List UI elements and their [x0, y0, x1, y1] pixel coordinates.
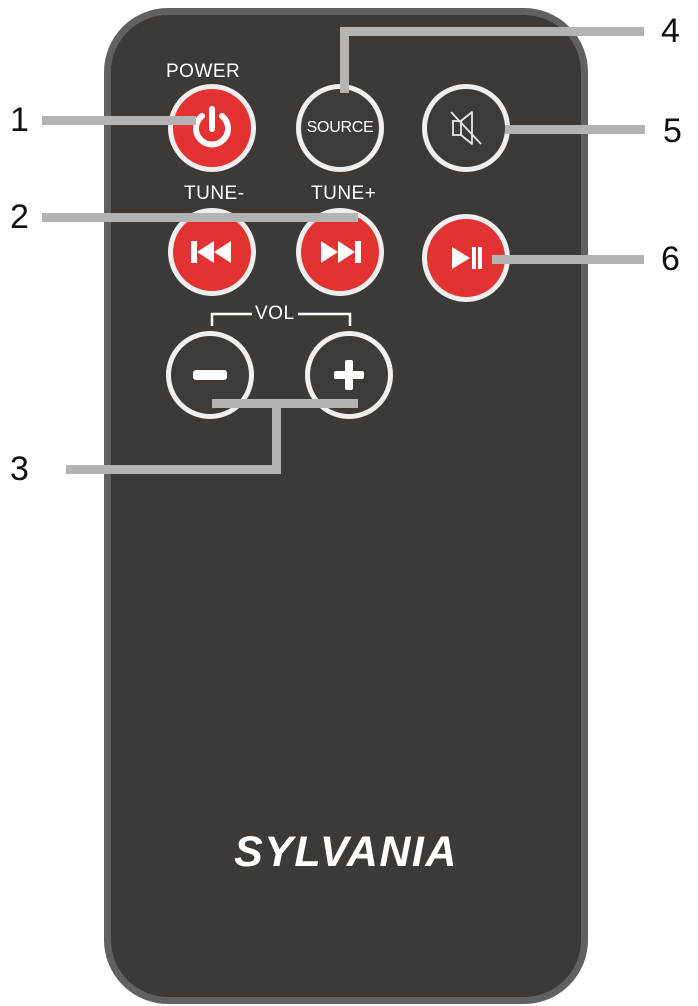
source-button-label: SOURCE [306, 119, 374, 136]
skip-back-icon [191, 241, 231, 263]
tune-up-button[interactable] [296, 208, 384, 296]
vol-label: VOL [252, 304, 298, 324]
play-pause-icon [452, 247, 482, 269]
tune-minus-label: TUNE- [184, 183, 245, 204]
callout-4-leader-top [340, 27, 644, 36]
remote-body [104, 8, 588, 1004]
power-label: POWER [166, 61, 241, 82]
callout-number-1: 1 [10, 101, 29, 139]
power-button[interactable] [168, 84, 256, 172]
callout-number-2: 2 [10, 198, 29, 236]
brand-logo: SYLVANIA [234, 828, 458, 876]
callout-number-6: 6 [661, 240, 680, 278]
callout-6-leader [492, 255, 644, 264]
plus-icon [334, 360, 364, 390]
callout-3-leader [66, 465, 281, 474]
skip-forward-icon [321, 241, 361, 263]
callout-4-leader [340, 27, 349, 93]
tune-down-button[interactable] [168, 208, 256, 296]
callout-5-leader [505, 125, 645, 134]
callout-number-5: 5 [663, 112, 682, 150]
source-button[interactable]: SOURCE [296, 84, 384, 172]
power-icon [193, 106, 231, 148]
callout-3-leader-stem [272, 399, 281, 473]
callout-number-4: 4 [661, 12, 680, 50]
mute-button[interactable] [422, 84, 510, 172]
tune-plus-label: TUNE+ [311, 183, 377, 204]
callout-number-3: 3 [10, 450, 29, 488]
callout-1-leader [42, 116, 196, 125]
minus-icon [193, 370, 227, 380]
callout-3-leader-bar [212, 399, 358, 408]
callout-2-leader [42, 213, 358, 222]
mute-icon [450, 111, 482, 145]
